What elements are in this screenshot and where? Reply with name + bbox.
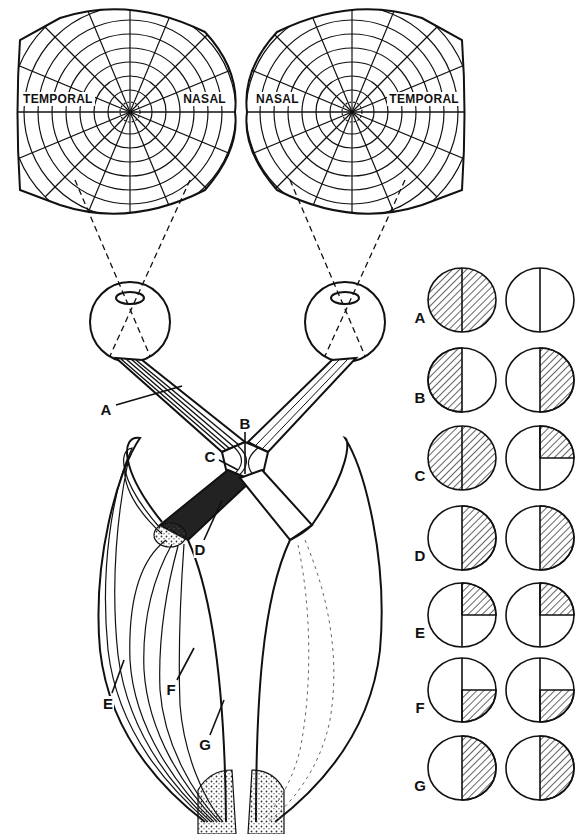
optic-nerve xyxy=(248,358,356,452)
field-side-label: TEMPORAL xyxy=(21,92,95,106)
optic-tract xyxy=(240,470,312,540)
leader-line xyxy=(112,386,245,735)
optic-radiation xyxy=(99,438,226,822)
field-defect-letter: F xyxy=(414,700,425,716)
lesion-site-letter: E xyxy=(102,696,114,712)
visual-field: NASAL TEMPORAL xyxy=(242,8,467,218)
occipital-cortex xyxy=(248,770,284,834)
nerve-fibers xyxy=(255,359,348,449)
field-defect-chart xyxy=(428,268,574,800)
visual-field-outline xyxy=(246,9,464,213)
field-defect-letter: E xyxy=(414,625,426,641)
visual-field-grid xyxy=(0,0,260,240)
field-defect-letter: C xyxy=(414,468,427,484)
field-defect-letter: G xyxy=(413,778,427,794)
nerve-fibers xyxy=(121,359,239,450)
field-side-label: NASAL xyxy=(181,92,228,106)
lesion-site-letter: B xyxy=(239,416,252,432)
lesion-site-letter: G xyxy=(198,737,212,753)
field-defect-letter: A xyxy=(414,310,427,326)
eyeball xyxy=(90,282,385,362)
lesion-site-letter: D xyxy=(194,542,207,558)
field-defect-letter: D xyxy=(414,548,427,564)
field-side-label: TEMPORAL xyxy=(387,92,461,106)
visual-field-grid xyxy=(222,0,482,240)
field-side-label: NASAL xyxy=(254,92,301,106)
lesion-site-letter: C xyxy=(204,449,217,465)
occipital-cortex xyxy=(198,770,236,834)
visual-field: TEMPORAL NASAL xyxy=(15,8,240,218)
lesion-site-letter: A xyxy=(100,402,113,418)
lesion-site-letter: F xyxy=(165,682,176,698)
visual-field-outline xyxy=(18,9,236,213)
sight-line xyxy=(75,180,405,356)
field-defect-letter: B xyxy=(414,390,427,406)
optic-radiation xyxy=(256,438,382,822)
